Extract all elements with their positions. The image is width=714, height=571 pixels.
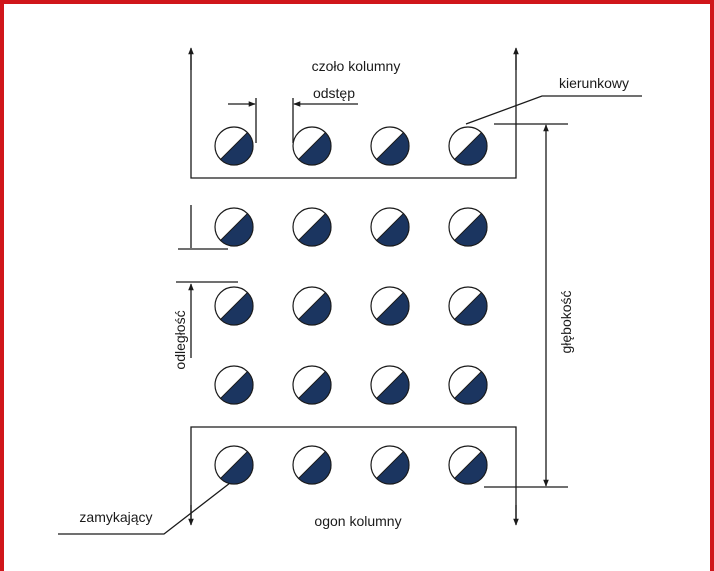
tail-label: ogon kolumny — [314, 513, 401, 529]
soldier-marker — [292, 207, 332, 247]
soldier-marker — [292, 445, 332, 485]
soldier-marker — [448, 365, 488, 405]
soldier-marker — [370, 207, 410, 247]
soldier-marker — [448, 207, 488, 247]
tail-bracket — [190, 426, 517, 522]
soldier-marker — [292, 365, 332, 405]
soldier-marker — [214, 365, 254, 405]
distance-label: odległość — [172, 310, 188, 369]
closing-leader — [58, 482, 231, 535]
soldier-marker — [292, 126, 332, 166]
soldier-marker — [370, 445, 410, 485]
soldier-marker — [214, 126, 254, 166]
soldier-marker — [214, 445, 254, 485]
soldier-marker — [448, 126, 488, 166]
soldier-marker — [448, 286, 488, 326]
soldier-marker — [370, 126, 410, 166]
soldier-marker — [214, 286, 254, 326]
interval-label: odstęp — [313, 85, 355, 101]
head-bracket — [190, 50, 517, 179]
guide-label: kierunkowy — [559, 75, 629, 91]
soldier-marker — [448, 445, 488, 485]
closing-label: zamykający — [79, 509, 152, 525]
depth-label: głębokość — [558, 290, 574, 353]
soldier-markers — [214, 126, 488, 485]
soldier-marker — [292, 286, 332, 326]
head-label: czoło kolumny — [312, 58, 401, 74]
guide-leader — [465, 95, 642, 125]
soldier-marker — [370, 286, 410, 326]
soldier-marker — [214, 207, 254, 247]
soldier-marker — [370, 365, 410, 405]
